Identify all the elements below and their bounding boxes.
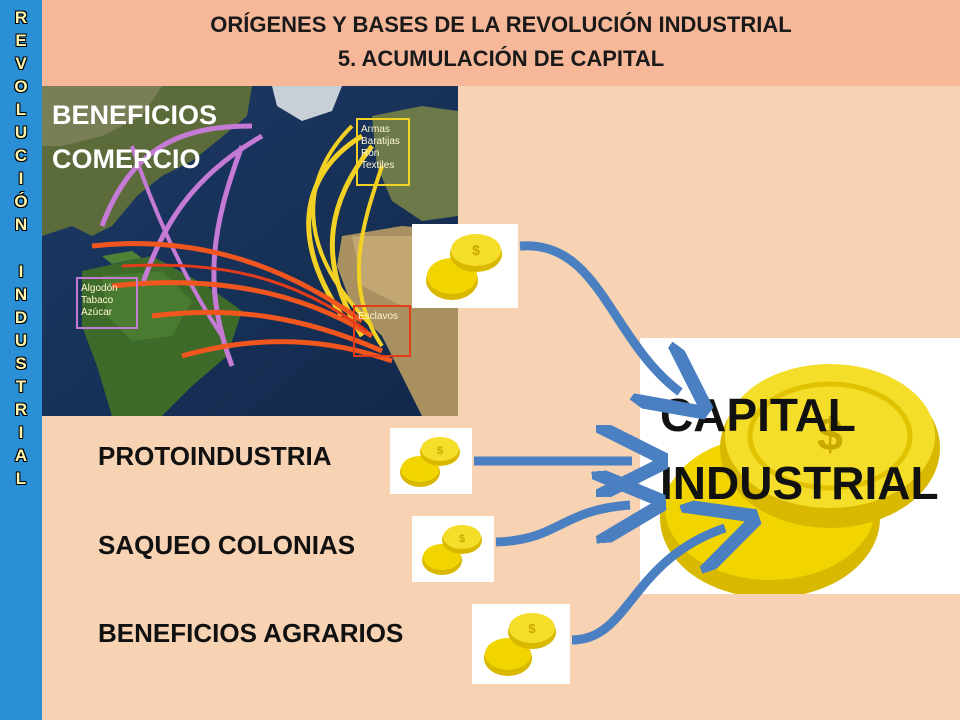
map-goods-item: Armas [361, 124, 390, 135]
triangular-trade-map: BENEFICIOS COMERCIO Armas Baratijas Ron … [42, 86, 458, 416]
sidebar-vertical-title: R E V O L U C I Ó N I N D U S T R I A L [0, 0, 42, 720]
map-goods-item: Baratijas [361, 136, 400, 147]
map-label-beneficios: BENEFICIOS [52, 100, 218, 130]
page-subtitle: 5. ACUMULACIÓN DE CAPITAL [337, 46, 665, 71]
sidebar-letter: L [15, 469, 27, 488]
sidebar-letter: T [15, 377, 27, 396]
sidebar-letter: N [14, 215, 28, 234]
sidebar-letter: A [14, 446, 28, 465]
map-americas-item: Azúcar [81, 307, 113, 318]
header: ORÍGENES Y BASES DE LA REVOLUCIÓN INDUST… [42, 0, 960, 86]
sidebar-letter: L [15, 100, 27, 119]
sidebar-letter: U [14, 331, 28, 350]
coin-stack-icon: $ [400, 437, 460, 487]
sidebar-letter: N [14, 285, 28, 304]
source-label-beneficios-agrarios: BENEFICIOS AGRARIOS [98, 618, 404, 648]
coin-stack-icon: $ [484, 613, 556, 676]
sidebar-letter: V [15, 54, 27, 73]
coin-card-comercio: $ [412, 224, 518, 308]
map-label-comercio: COMERCIO [52, 144, 201, 174]
coin-stack-icon: $ [426, 234, 502, 300]
sidebar-letter: U [14, 123, 28, 142]
sidebar-letter: I [18, 262, 24, 281]
svg-text:$: $ [817, 408, 843, 460]
svg-text:$: $ [528, 621, 536, 636]
map-africa-item: Esclavos [358, 311, 399, 322]
map-image [42, 86, 458, 416]
coin-card-saqueo: $ [412, 516, 494, 582]
svg-text:$: $ [459, 533, 465, 545]
coin-stack-icon: $ [422, 525, 482, 575]
sidebar-letter: R [14, 400, 28, 419]
sidebar-letter: I [18, 423, 24, 442]
source-label-protoindustria: PROTOINDUSTRIA [98, 441, 332, 471]
sidebar-letter: S [15, 354, 27, 373]
capital-label-line2: INDUSTRIAL [660, 457, 939, 509]
map-box-africa: Esclavos [354, 308, 410, 358]
map-americas-item: Tabaco [81, 295, 114, 306]
sidebar-letter: O [14, 77, 28, 96]
sidebar-letter: Ó [14, 192, 28, 211]
map-americas-item: Algodón [81, 283, 118, 294]
sidebar-letter: R [14, 8, 28, 27]
map-box-goods: Armas Baratijas Ron Textiles [357, 121, 409, 187]
sidebar-letter: D [14, 308, 28, 327]
coin-card-agrarios: $ [472, 604, 570, 684]
sidebar-letter: I [18, 169, 24, 188]
sidebar-letter: C [14, 146, 28, 165]
arrow-saqueo [495, 505, 630, 547]
svg-text:$: $ [472, 242, 480, 258]
capital-label-line1: CAPITAL [660, 389, 856, 441]
map-goods-item: Ron [361, 148, 380, 159]
map-box-americas: Algodón Tabaco Azúcar [77, 280, 137, 330]
source-label-saqueo-colonias: SAQUEO COLONIAS [98, 530, 356, 560]
capital-industrial-panel: $ CAPITAL INDUSTRIAL [640, 338, 960, 594]
svg-text:$: $ [437, 445, 443, 457]
map-goods-item: Textiles [361, 160, 395, 171]
sidebar-letter: E [15, 31, 27, 50]
coin-card-protoindustria: $ [390, 428, 472, 494]
page-title: ORÍGENES Y BASES DE LA REVOLUCIÓN INDUST… [210, 12, 792, 37]
